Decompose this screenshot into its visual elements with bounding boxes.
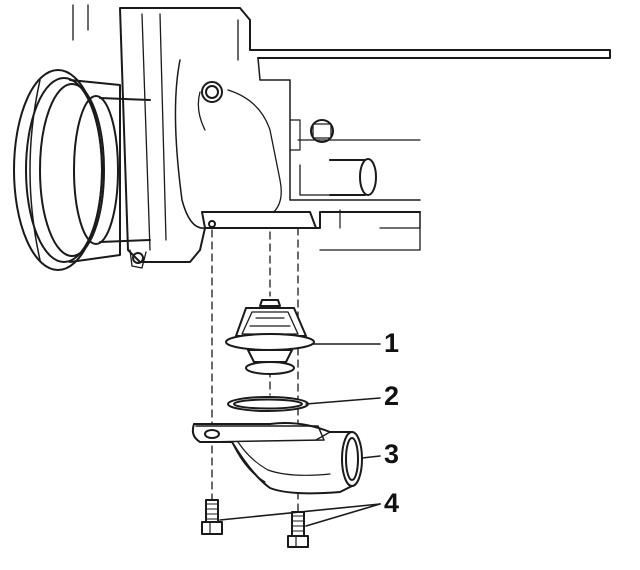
callout-bolts: 4 — [384, 488, 400, 518]
seal-ring — [227, 396, 309, 412]
engine-block — [13, 4, 611, 271]
thermostat — [225, 299, 315, 375]
mounting-flange — [201, 211, 317, 229]
leader-3 — [361, 455, 381, 459]
upper-bolt-head — [201, 81, 223, 103]
leader-2 — [305, 397, 381, 405]
bolt-left — [201, 499, 223, 535]
block-outline — [119, 7, 611, 263]
housing-cover — [191, 422, 363, 495]
leader-lines — [219, 343, 381, 527]
crankshaft-pulley — [13, 69, 151, 271]
callout-thermostat: 1 — [384, 328, 400, 358]
leader-4b — [305, 503, 381, 527]
leader-4a — [219, 503, 381, 521]
right-bolt-head — [310, 119, 334, 143]
callout-housing-cover: 3 — [384, 439, 400, 469]
bolt-right — [287, 511, 309, 548]
callout-seal-ring: 2 — [384, 381, 400, 411]
